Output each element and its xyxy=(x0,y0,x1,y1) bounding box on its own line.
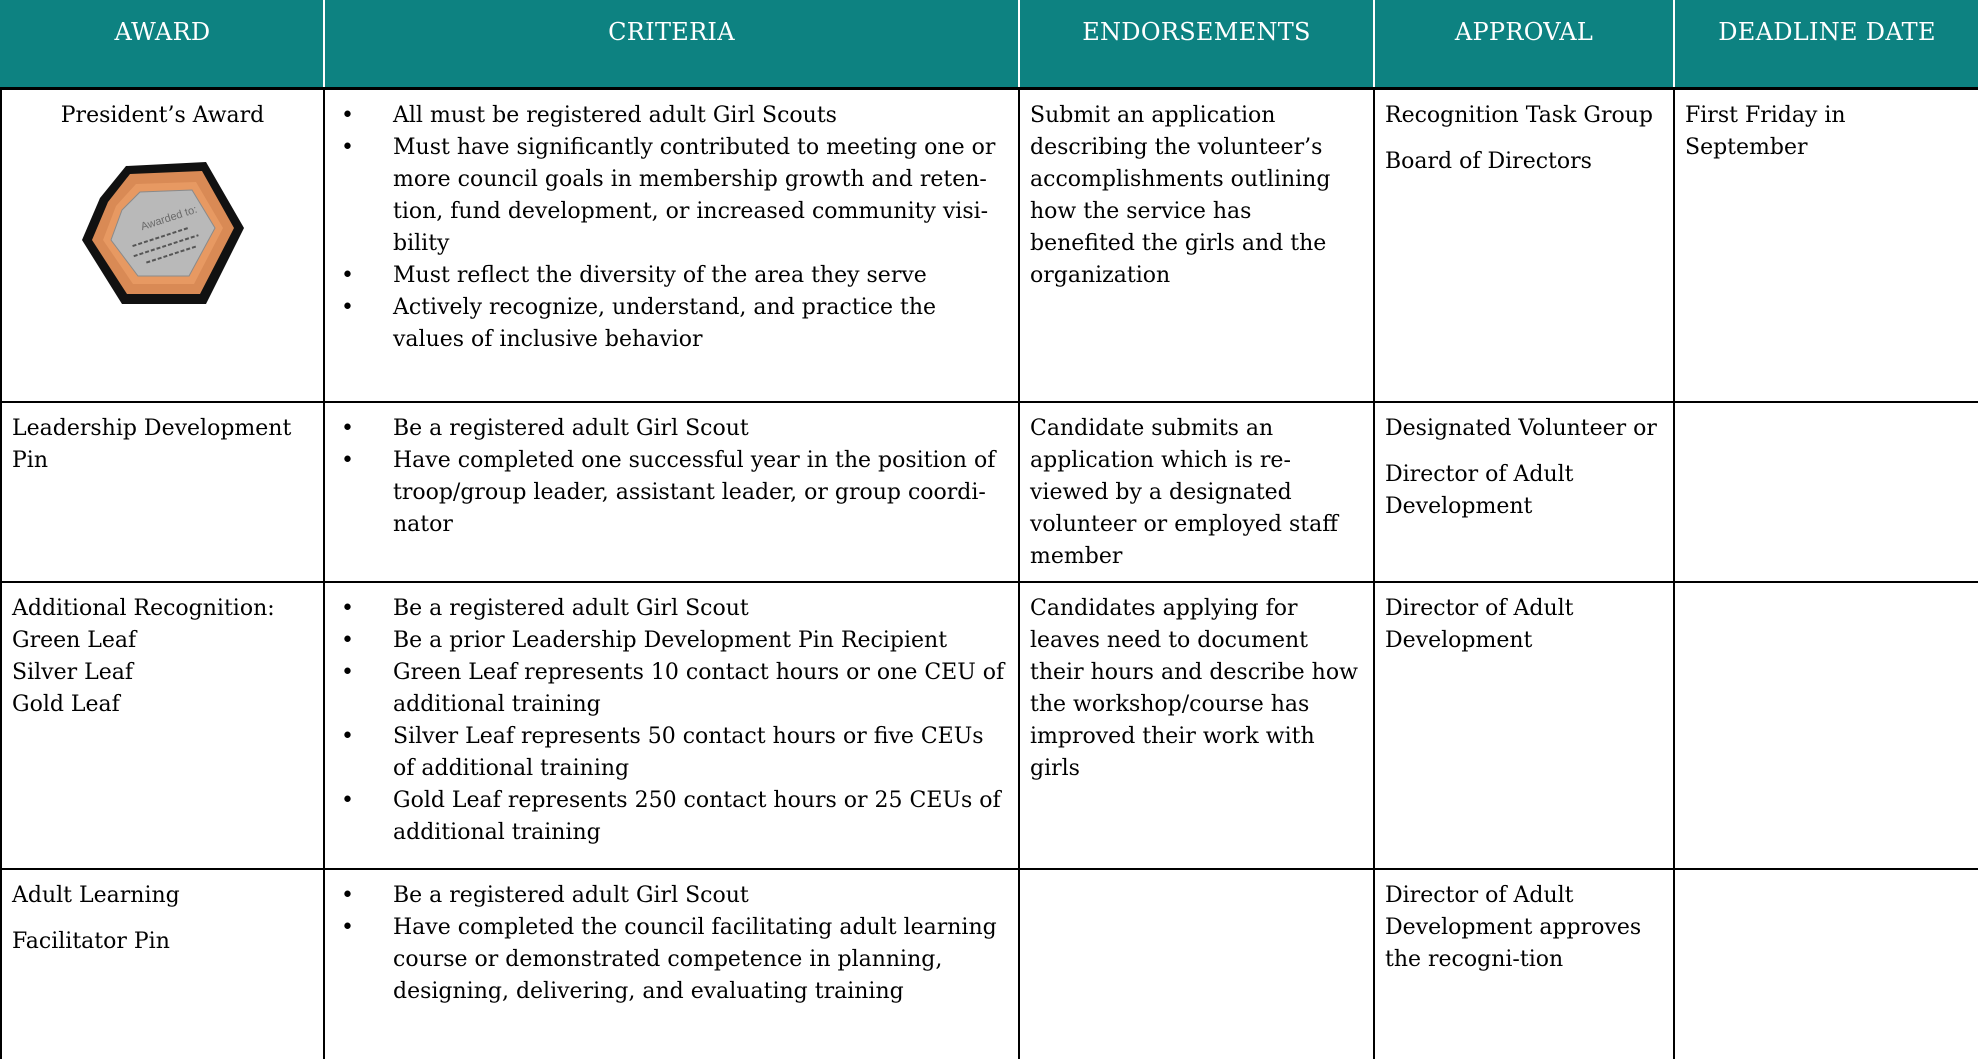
table-row: President’s Award Awarded to: Al xyxy=(0,87,1978,403)
header-approval: APPROVAL xyxy=(1374,0,1675,90)
endorsement-text: Submit an application describing the vol… xyxy=(1030,102,1331,288)
approval-text: Director of Adult Development xyxy=(1385,462,1574,519)
criteria-cell: Be a registered adult Girl Scout Have co… xyxy=(323,401,1020,583)
list-item: Silver Leaf represents 50 contact hours … xyxy=(341,721,1008,785)
endorsement-text: Candidate submits an application which i… xyxy=(1030,416,1338,569)
list-item: Have completed the council facilitating … xyxy=(341,912,1008,1008)
table-row: Adult Learning Facilitator Pin Be a regi… xyxy=(0,868,1978,1059)
award-name: Green Leaf xyxy=(12,628,137,653)
table-row: Additional Recognition: Green Leaf Silve… xyxy=(0,581,1978,870)
approval-text: Designated Volunteer or xyxy=(1385,416,1657,441)
approval-cell: Recognition Task Group Board of Director… xyxy=(1373,87,1675,403)
endorsement-cell: Candidate submits an application which i… xyxy=(1018,401,1375,583)
table-row: Leadership Development Pin Be a register… xyxy=(0,401,1978,583)
award-name: Additional Recognition: xyxy=(12,596,275,621)
criteria-cell: Be a registered adult Girl Scout Be a pr… xyxy=(323,581,1020,870)
list-item: Be a registered adult Girl Scout xyxy=(341,593,1008,625)
endorsement-text: Candidates applying for leaves need to d… xyxy=(1030,596,1358,781)
award-name: President’s Award xyxy=(60,102,265,128)
deadline-cell xyxy=(1673,868,1978,1059)
list-item: Be a prior Leadership Development Pin Re… xyxy=(341,625,1008,657)
list-item: Actively recognize, understand, and prac… xyxy=(341,292,1008,356)
award-name: Adult Learning xyxy=(12,883,180,908)
list-item: Have completed one successful year in th… xyxy=(341,445,1008,541)
approval-text: Board of Directors xyxy=(1385,148,1592,174)
endorsement-cell: Candidates applying for leaves need to d… xyxy=(1018,581,1375,870)
list-item: Must reflect the diversity of the area t… xyxy=(341,260,1008,292)
award-cell: Additional Recognition: Green Leaf Silve… xyxy=(0,581,325,870)
endorsement-cell xyxy=(1018,868,1375,1059)
approval-text: Director of Adult Development xyxy=(1385,596,1574,653)
criteria-list: Be a registered adult Girl Scout Be a pr… xyxy=(335,593,1008,849)
header-criteria: CRITERIA xyxy=(324,0,1020,90)
header-endorsements: ENDORSEMENTS xyxy=(1019,0,1375,90)
approval-text: Recognition Task Group xyxy=(1385,102,1654,128)
list-item: Be a registered adult Girl Scout xyxy=(341,880,1008,912)
deadline-text: First Friday in September xyxy=(1685,102,1846,160)
award-name: Leadership Development Pin xyxy=(12,416,292,473)
list-item: Must have significantly contributed to m… xyxy=(341,132,1008,260)
criteria-cell: Be a registered adult Girl Scout Have co… xyxy=(323,868,1020,1059)
award-name: Silver Leaf xyxy=(12,660,133,685)
list-item: Be a registered adult Girl Scout xyxy=(341,413,1008,445)
deadline-cell xyxy=(1673,401,1978,583)
criteria-list: Be a registered adult Girl Scout Have co… xyxy=(335,880,1008,1008)
award-cell: President’s Award Awarded to: xyxy=(0,87,325,403)
award-cell: Adult Learning Facilitator Pin xyxy=(0,868,325,1059)
award-plaque-icon: Awarded to: xyxy=(81,161,244,304)
deadline-cell xyxy=(1673,581,1978,870)
award-cell: Leadership Development Pin xyxy=(0,401,325,583)
header-deadline-date: DEADLINE DATE xyxy=(1674,0,1978,90)
approval-cell: Director of Adult Development xyxy=(1373,581,1675,870)
approval-text: Director of Adult Development approves t… xyxy=(1385,883,1642,972)
list-item: Green Leaf represents 10 contact hours o… xyxy=(341,657,1008,721)
table-header: AWARD CRITERIA ENDORSEMENTS APPROVAL DEA… xyxy=(0,0,1978,90)
award-name: Facilitator Pin xyxy=(12,929,170,954)
endorsement-cell: Submit an application describing the vol… xyxy=(1018,87,1375,403)
list-item: Gold Leaf represents 250 contact hours o… xyxy=(341,785,1008,849)
award-name: Gold Leaf xyxy=(12,692,120,717)
deadline-cell: First Friday in September xyxy=(1673,87,1978,403)
criteria-cell: All must be registered adult Girl Scouts… xyxy=(323,87,1020,403)
header-award: AWARD xyxy=(0,0,325,90)
approval-cell: Director of Adult Development approves t… xyxy=(1373,868,1675,1059)
criteria-list: All must be registered adult Girl Scouts… xyxy=(335,100,1008,356)
criteria-list: Be a registered adult Girl Scout Have co… xyxy=(335,413,1008,541)
approval-cell: Designated Volunteer or Director of Adul… xyxy=(1373,401,1675,583)
list-item: All must be registered adult Girl Scouts xyxy=(341,100,1008,132)
